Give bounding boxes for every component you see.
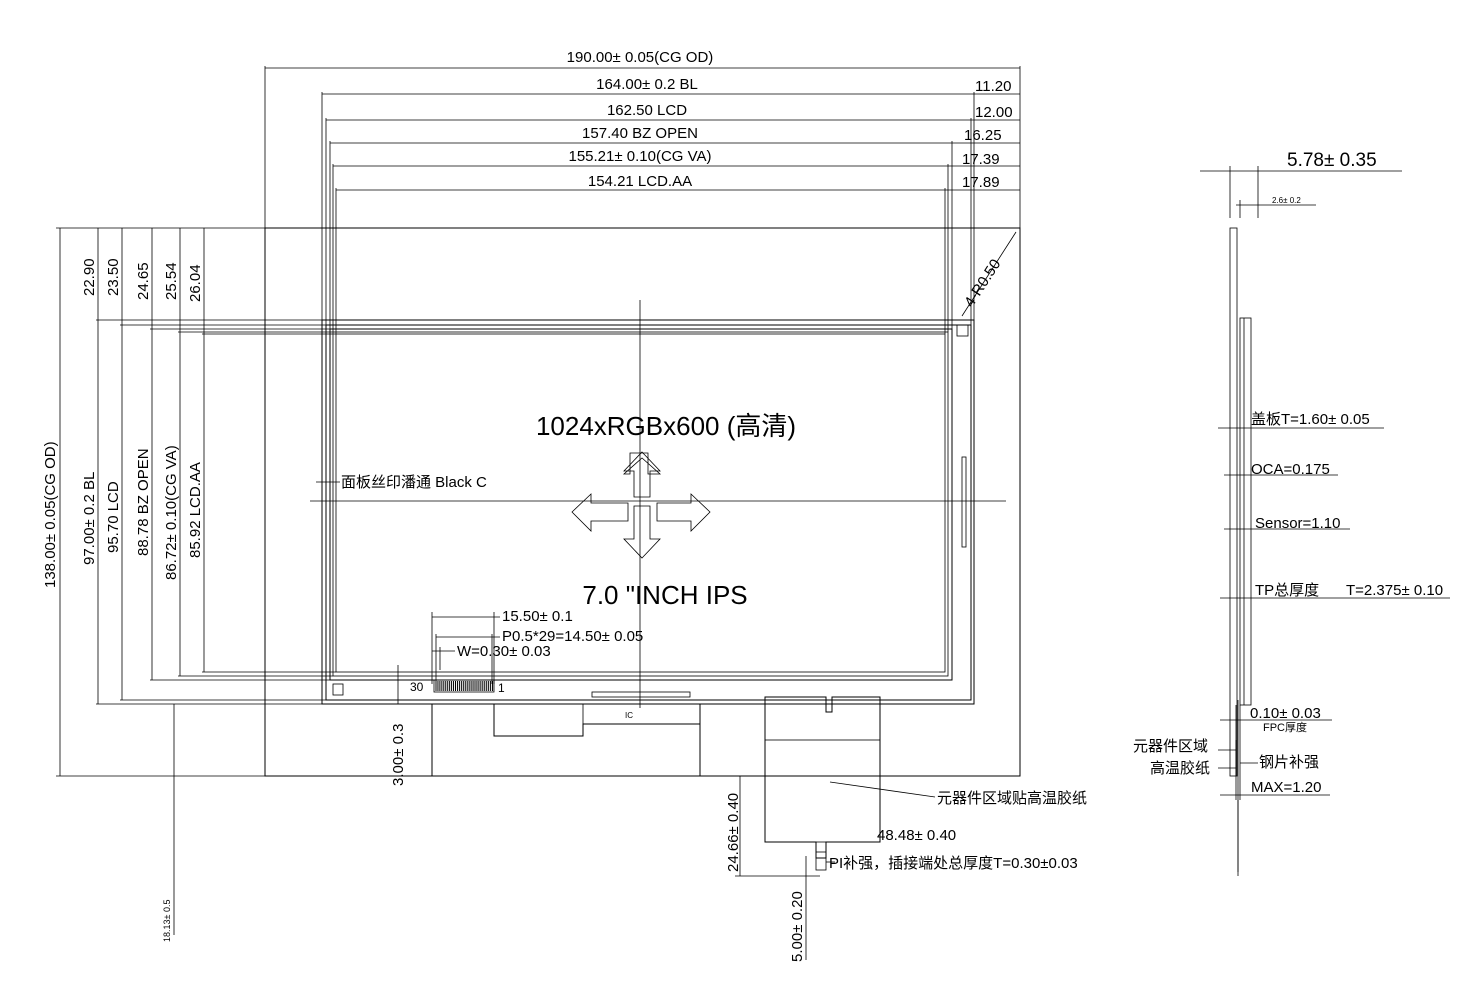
corner-radius-label: 4-R0.50 [961,256,1004,310]
side-steel-stiffener: 钢片补强 [1259,754,1319,771]
dim-48-48: 48.48± 0.40 [877,827,956,844]
left-offset-3: 24.65 [135,262,152,300]
bezel-open-outline [329,328,953,681]
dim-18-13: 18.13± 0.5 [162,900,172,942]
ic-tiny-label: IC [625,711,633,720]
cover-glass-side [1229,227,1238,777]
dim-lcd-height: 95.70 LCD [105,481,122,553]
side-cover-thickness: 盖板T=1.60± 0.05 [1251,410,1370,428]
pin-pitch-dim: P0.5*29=14.50± 0.05 [502,628,643,645]
lower-extension [431,704,701,777]
dim-bl-width: 164.00± 0.2 BL [596,76,698,93]
lcd-outline [325,324,972,701]
front-view [264,227,1021,777]
side-fpc-thickness: 0.10± 0.03 [1250,705,1321,722]
side-max: MAX=1.20 [1251,779,1321,796]
pin-strip [433,679,495,693]
top-dimensions [264,66,1021,334]
pin-label-1: 1 [498,681,505,695]
dim-24-66: 24.66± 0.40 [725,793,742,872]
pi-stiffener-note: PI补强，插接端处总厚度T=0.30±0.03 [829,855,1078,872]
cg-outline [264,227,1021,777]
dim-cg-od-height: 138.00± 0.05(CG OD) [42,441,59,588]
pin-area [397,612,500,704]
pin-contacts [435,681,494,691]
silk-print-note: 面板丝印潘通 Black C [341,473,487,491]
dim-cg-va-width: 155.21± 0.10(CG VA) [568,148,711,165]
ic-block: IC [493,691,701,737]
dim-lcd-aa-width: 154.21 LCD.AA [588,173,692,190]
lcd-module-side [1239,317,1252,706]
corner-mark-bottom-left [332,683,344,696]
dim-3-00: 3.00± 0.3 [390,724,407,786]
corner-mark-top-right [956,324,969,337]
side-component-area: 元器件区域 [1133,738,1208,755]
dim-lcd-width: 162.50 LCD [607,102,687,119]
dim-cg-va-height: 86.72± 0.10(CG VA) [163,445,180,580]
right-offset-4: 17.39 [962,151,1000,168]
dim-bz-open-height: 88.78 BZ OPEN [135,448,152,556]
side-oca-thickness: OCA=0.175 [1251,461,1330,478]
side-sensor-thickness: Sensor=1.10 [1255,515,1340,532]
pi-stiffener [815,851,827,871]
dim-cg-od-width: 190.00± 0.05(CG OD) [567,49,714,66]
side-sub-thickness: 2.6± 0.2 [1272,196,1301,205]
component-area [764,739,881,843]
left-offset-1: 22.90 [81,258,98,296]
left-offset-4: 25.54 [163,262,180,300]
right-offset-2: 12.00 [975,104,1013,121]
arrow-down-icon [623,505,661,559]
side-view [1200,166,1450,876]
cg-va-outline [332,331,949,677]
left-offset-2: 23.50 [105,258,122,296]
left-dimensions [56,227,432,935]
ic-hatch-area [582,703,701,725]
arrow-right-icon [656,493,711,532]
dim-lcd-aa-height: 85.92 LCD.AA [187,462,204,558]
pin-label-30: 30 [410,680,424,694]
side-slot [961,456,967,548]
side-tape: 高温胶纸 [1150,760,1210,777]
pin-w-dim: W=0.30± 0.03 [457,643,551,660]
dim-bl-height: 97.00± 0.2 BL [81,472,98,565]
left-offset-5: 26.04 [187,264,204,302]
right-offset-3: 16.25 [964,127,1002,144]
right-offset-5: 17.89 [962,174,1000,191]
side-total-thickness: 5.78± 0.35 [1287,150,1377,171]
screen-size-label: 7.0 "INCH IPS [582,580,747,610]
direction-arrows-icon [571,451,711,559]
resolution-label: 1024xRGBx600 (高清) [536,411,796,441]
side-fpc-label: FPC厚度 [1263,720,1307,734]
backlight-outline [321,319,975,705]
side-tp-label: TP总厚度 [1255,582,1319,599]
dim-bz-open-width: 157.40 BZ OPEN [582,125,698,142]
arrow-up-icon [623,451,661,498]
right-offset-1: 11.20 [975,78,1011,95]
fpc-tail [764,696,936,871]
arrow-left-icon [571,493,629,532]
active-area-outline [335,333,946,673]
dim-5-00: 5.00± 0.20 [789,891,806,962]
fpc-component-note: 元器件区域贴高温胶纸 [937,790,1087,807]
pin-width-dim: 15.50± 0.1 [502,608,573,625]
side-tp-value: T=2.375± 0.10 [1346,582,1443,599]
